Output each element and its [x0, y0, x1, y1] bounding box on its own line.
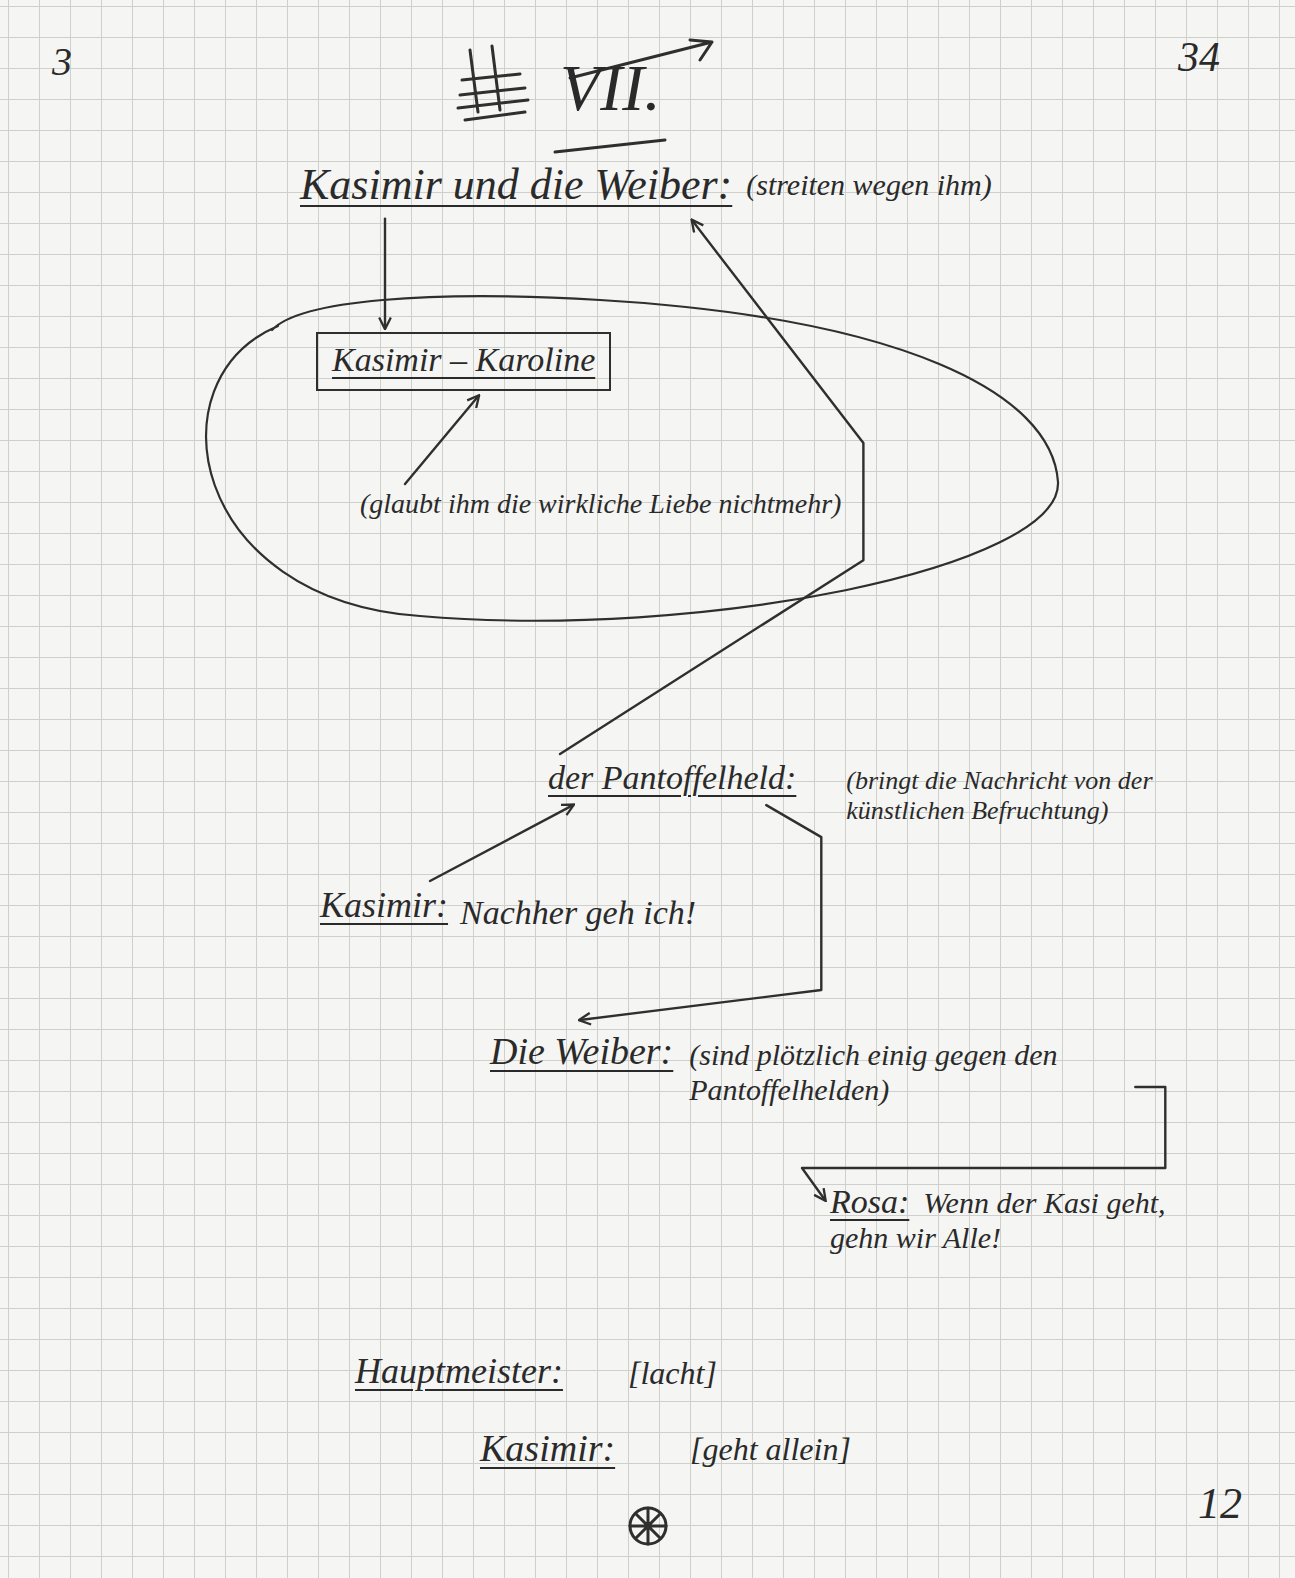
title: VII. [560, 52, 661, 125]
note-text: [lacht] [628, 1356, 717, 1391]
arrow-connector [384, 219, 386, 328]
page-number: 3 [52, 40, 72, 84]
page-number: 34 [1178, 34, 1220, 80]
crossed-out-numeral [458, 46, 528, 120]
speaker: der Pantoffelheld: [548, 758, 796, 797]
speaker: Kasimir – Karoline [332, 340, 595, 379]
note-node: Kasimir: Nachher geh ich! [320, 885, 880, 932]
speaker: Kasimir: [320, 885, 448, 926]
note-node: Rosa: Wenn der Kasi geht, gehn wir Alle! [830, 1182, 1220, 1256]
note-text: Nachher geh ich! [460, 893, 696, 932]
note-text: Hauptmeister: [355, 1352, 563, 1392]
star-symbol [630, 1508, 666, 1544]
scene-ellipse [206, 296, 1058, 620]
note-node: (glaubt ihm die wirkliche Liebe nichtmeh… [360, 488, 841, 520]
arrow-connector [560, 221, 863, 754]
boxed-node: Kasimir – Karoline [316, 332, 611, 391]
note-text: (bringt die Nachricht von der künstliche… [846, 766, 1176, 826]
speaker: Die Weiber: [490, 1030, 673, 1074]
title-underline [555, 140, 665, 152]
speaker: (glaubt ihm die wirkliche Liebe nichtmeh… [360, 488, 841, 520]
arrow-connector [430, 805, 573, 881]
note-node: Kasimir und die Weiber: (streiten wegen i… [300, 160, 1260, 211]
note-text: (streiten wegen ihm) [746, 168, 1046, 203]
speaker: Kasimir und die Weiber: [300, 160, 732, 211]
note-text: Kasimir: [480, 1428, 615, 1470]
page-number: 12 [1198, 1480, 1242, 1528]
note-text: (sind plötzlich einig gegen den Pantoffe… [689, 1038, 1129, 1107]
speaker: Rosa: [830, 1183, 909, 1220]
arrow-connector [405, 396, 478, 484]
note-text: [geht allein] [690, 1432, 851, 1467]
note-node: der Pantoffelheld: (bringt die Nachricht … [548, 758, 1268, 826]
note-node: Die Weiber: (sind plötzlich einig gegen d… [490, 1030, 1190, 1107]
